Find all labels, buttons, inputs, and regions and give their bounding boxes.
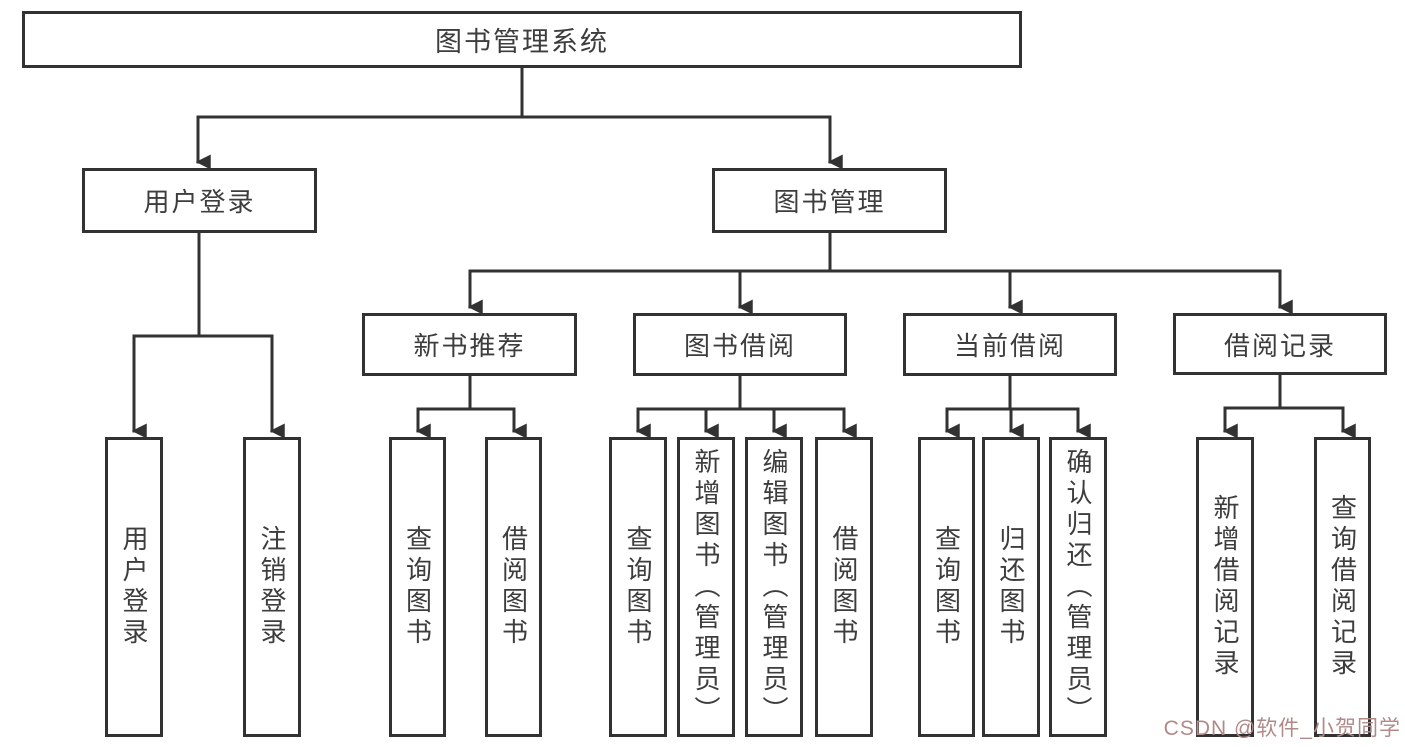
- node-book-borrowing: 图书借阅: [633, 313, 847, 376]
- node-label: 查询图书: [402, 525, 433, 649]
- node-user-login: 用户登录: [82, 168, 317, 233]
- node-current-borrowing: 当前借阅: [903, 313, 1117, 376]
- node-label: 图书管理系统: [435, 27, 609, 57]
- node-label: 新书推荐: [413, 331, 526, 361]
- node-label: 用户登录: [119, 525, 149, 649]
- node-label: 借阅图书: [498, 525, 529, 649]
- node-label: 图书管理: [773, 187, 886, 217]
- leaf-borrowing-query-books: 查询图书: [609, 437, 667, 737]
- leaf-current-query-books: 查询图书: [918, 437, 975, 737]
- node-label: 查询图书: [623, 525, 653, 649]
- leaf-newbook-query-books: 查询图书: [389, 437, 446, 737]
- leaf-add-books-admin: 新增图书（管理员）: [677, 437, 735, 737]
- leaf-logout: 注销登录: [243, 437, 301, 737]
- leaf-edit-books-admin: 编辑图书（管理员）: [745, 437, 803, 737]
- node-label: 借阅图书: [829, 525, 859, 649]
- node-label: 查询借阅记录: [1327, 494, 1358, 680]
- node-borrowing-records: 借阅记录: [1173, 313, 1387, 375]
- leaf-add-borrow-record: 新增借阅记录: [1196, 437, 1254, 737]
- csdn-watermark: CSDN @软件_小贺同学: [1163, 717, 1401, 740]
- node-label: 查询图书: [931, 525, 962, 649]
- node-label: 注销登录: [257, 525, 287, 649]
- leaf-return-books: 归还图书: [982, 437, 1040, 737]
- leaf-borrow-books: 借阅图书: [815, 437, 873, 737]
- leaf-confirm-return-admin: 确认归还（管理员）: [1049, 437, 1107, 737]
- node-label: 借阅记录: [1223, 330, 1336, 361]
- node-label: 图书借阅: [683, 331, 796, 361]
- node-label: 新增图书（管理员）: [691, 447, 721, 727]
- node-label: 用户登录: [143, 187, 256, 217]
- node-label: 归还图书: [996, 525, 1026, 649]
- node-book-management: 图书管理: [712, 168, 947, 233]
- leaf-query-borrow-record: 查询借阅记录: [1314, 437, 1371, 737]
- node-label: 新增借阅记录: [1210, 494, 1240, 680]
- node-label: 当前借阅: [953, 331, 1066, 361]
- node-library-management-system: 图书管理系统: [22, 11, 1022, 68]
- leaf-user-login: 用户登录: [105, 437, 163, 737]
- node-label: 编辑图书（管理员）: [759, 447, 789, 727]
- node-label: 确认归还（管理员）: [1063, 447, 1093, 727]
- node-new-book-recommendation: 新书推荐: [362, 313, 577, 376]
- leaf-newbook-borrow-books: 借阅图书: [485, 437, 542, 737]
